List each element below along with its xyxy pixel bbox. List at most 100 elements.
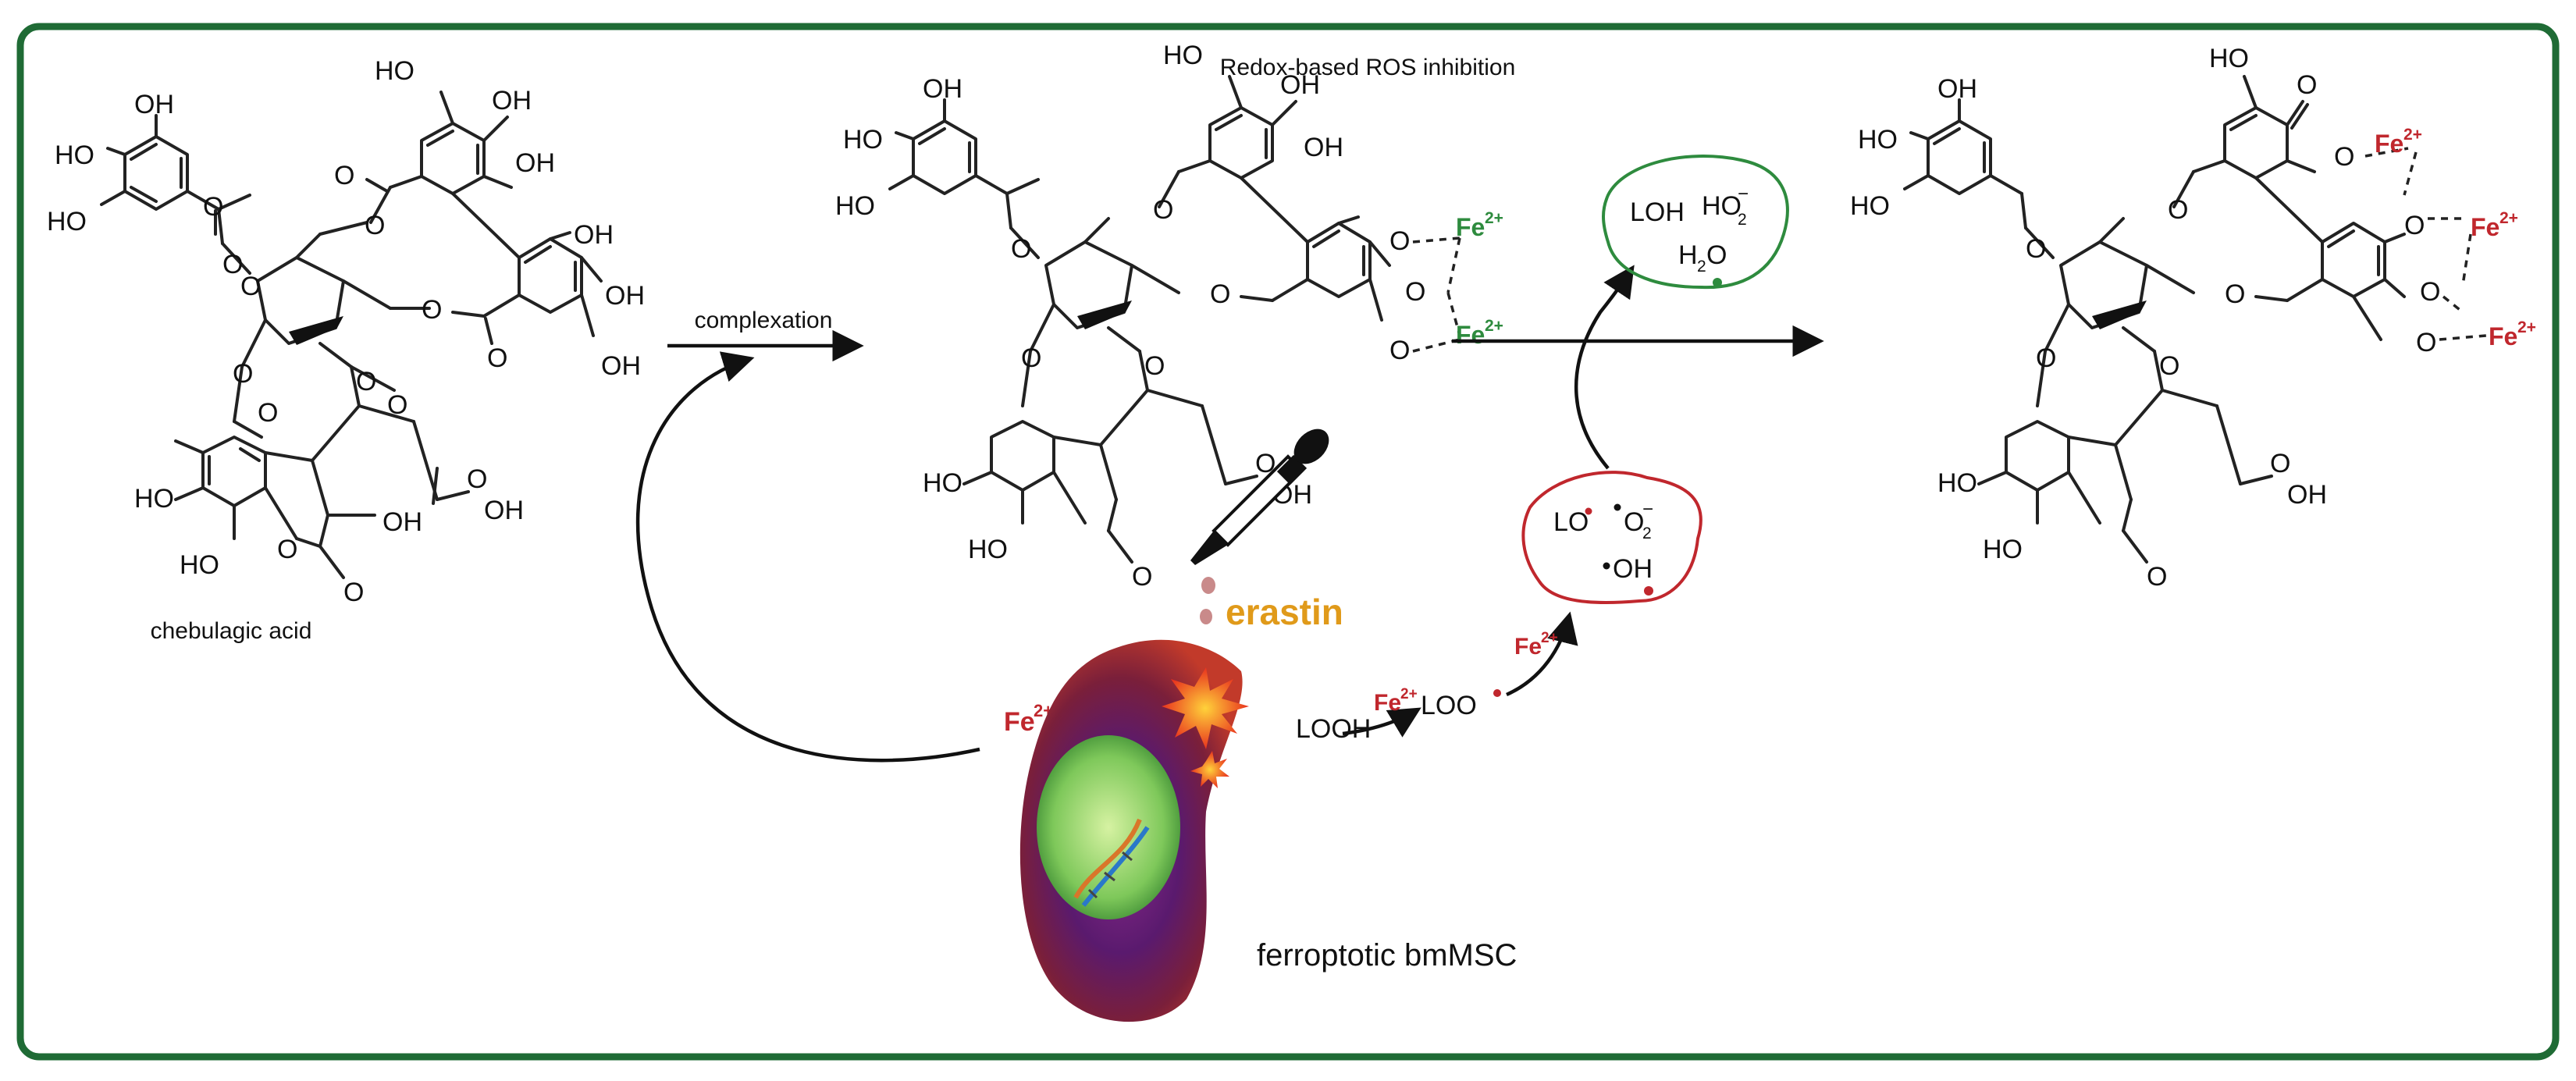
svg-text:Fe: Fe bbox=[2471, 213, 2500, 241]
svg-text:HO: HO bbox=[968, 535, 1008, 564]
svg-text:LOOH: LOOH bbox=[1296, 714, 1371, 744]
svg-text:OH: OH bbox=[134, 90, 174, 119]
complexation-label: complexation bbox=[695, 308, 833, 333]
svg-text:O: O bbox=[1624, 507, 1644, 537]
svg-text:OH: OH bbox=[1280, 70, 1320, 100]
svg-text:−: − bbox=[1642, 499, 1653, 520]
svg-text:HO: HO bbox=[1702, 191, 1742, 221]
oxidized-complex-structure bbox=[1903, 75, 2487, 564]
svg-text:O: O bbox=[1389, 336, 1410, 365]
svg-text:LO: LO bbox=[1553, 507, 1589, 537]
svg-text:O: O bbox=[2270, 449, 2290, 478]
svg-text:OH: OH bbox=[1613, 554, 1653, 584]
radical-to-product-arrow bbox=[1574, 265, 1635, 470]
svg-text:HO: HO bbox=[1163, 41, 1203, 70]
oxidized-complex-atom-labels: OH HO HO O HO O O O O O O O O O O OH HO … bbox=[1850, 44, 2536, 592]
svg-text:2: 2 bbox=[1697, 258, 1706, 276]
svg-text:OH: OH bbox=[923, 74, 962, 104]
svg-text:OH: OH bbox=[515, 148, 555, 178]
svg-text:Fe: Fe bbox=[2375, 130, 2403, 158]
svg-text:O: O bbox=[1405, 277, 1425, 307]
svg-text:O: O bbox=[233, 359, 253, 389]
svg-text:2: 2 bbox=[1642, 524, 1652, 542]
svg-text:LOH: LOH bbox=[1630, 197, 1685, 227]
cell-label: ferroptotic bmMSC bbox=[1257, 938, 1517, 973]
svg-text:O: O bbox=[1144, 351, 1165, 381]
svg-text:HO: HO bbox=[1850, 191, 1890, 221]
svg-text:2+: 2+ bbox=[1541, 630, 1558, 646]
svg-text:OH: OH bbox=[1937, 74, 1977, 104]
burst-icon bbox=[1162, 667, 1249, 788]
svg-text:OH: OH bbox=[484, 496, 524, 525]
iron-complex-structure bbox=[888, 75, 1461, 564]
svg-text:O: O bbox=[2036, 343, 2056, 373]
svg-text:O: O bbox=[2416, 328, 2436, 357]
svg-text:2+: 2+ bbox=[2517, 318, 2536, 336]
chebulagic-acid-structure bbox=[100, 91, 603, 579]
svg-text:HO: HO bbox=[835, 191, 875, 221]
svg-text:OH: OH bbox=[2287, 480, 2327, 510]
svg-text:O: O bbox=[1210, 279, 1230, 309]
svg-text:O: O bbox=[2225, 279, 2245, 309]
svg-text:Fe: Fe bbox=[1004, 707, 1035, 737]
svg-text:O: O bbox=[356, 367, 376, 396]
svg-text:HO: HO bbox=[375, 56, 415, 86]
svg-text:H: H bbox=[1678, 240, 1698, 270]
inactive-products-cloud: LOH HO 2 − H 2 O bbox=[1602, 155, 1789, 290]
svg-text:O: O bbox=[277, 535, 297, 564]
svg-text:OH: OH bbox=[605, 281, 645, 311]
erastin-label: erastin bbox=[1226, 592, 1343, 632]
svg-text:O: O bbox=[334, 161, 354, 190]
svg-text:O: O bbox=[1153, 195, 1173, 225]
svg-text:Fe: Fe bbox=[2489, 322, 2517, 350]
svg-text:O: O bbox=[365, 211, 385, 240]
svg-text:O: O bbox=[222, 250, 243, 279]
svg-text:HO: HO bbox=[923, 468, 962, 498]
dropper-icon bbox=[1190, 428, 1329, 672]
svg-text:O: O bbox=[2026, 234, 2046, 264]
svg-text:O: O bbox=[487, 343, 507, 373]
iron-complex-atom-labels: OH HO HO O HO OH OH O O O O O O O O OH H… bbox=[835, 41, 1503, 592]
svg-text:O: O bbox=[1021, 343, 1041, 373]
svg-text:O: O bbox=[2420, 277, 2440, 307]
svg-text:OH: OH bbox=[382, 507, 422, 537]
svg-text:O: O bbox=[422, 295, 442, 325]
svg-text:LOO: LOO bbox=[1421, 691, 1477, 720]
svg-text:O: O bbox=[1132, 562, 1152, 592]
svg-text:HO: HO bbox=[134, 484, 174, 514]
svg-text:O: O bbox=[467, 464, 487, 494]
svg-text:Fe: Fe bbox=[1514, 634, 1542, 660]
svg-text:O: O bbox=[203, 192, 223, 222]
svg-text:2+: 2+ bbox=[1485, 317, 1503, 335]
svg-text:HO: HO bbox=[843, 125, 883, 155]
svg-text:O: O bbox=[258, 398, 278, 428]
svg-text:O: O bbox=[2404, 211, 2425, 240]
svg-text:HO: HO bbox=[1937, 468, 1977, 498]
svg-text:O: O bbox=[387, 390, 407, 420]
svg-text:HO: HO bbox=[180, 550, 219, 580]
chebulagic-acid-atom-labels: OH HO HO O O O HO OH OH O O O O OH OH OH… bbox=[47, 56, 645, 607]
svg-text:HO: HO bbox=[55, 140, 94, 170]
ferroptotic-cell bbox=[1019, 639, 1249, 1022]
ros-radicals-cloud: LO O 2 − OH bbox=[1521, 471, 1703, 604]
svg-text:HO: HO bbox=[47, 207, 87, 236]
svg-text:HO: HO bbox=[1983, 535, 2023, 564]
figure-border bbox=[16, 23, 2560, 1061]
svg-text:OH: OH bbox=[574, 220, 614, 250]
svg-text:O: O bbox=[2168, 195, 2188, 225]
svg-text:HO: HO bbox=[1858, 125, 1898, 155]
svg-text:Fe: Fe bbox=[1456, 213, 1485, 241]
svg-text:O: O bbox=[2159, 351, 2179, 381]
svg-text:2+: 2+ bbox=[2500, 209, 2518, 227]
svg-text:−: − bbox=[1738, 183, 1749, 204]
looh-pathway: LOOH Fe 2+ LOO Fe 2+ bbox=[1296, 611, 1578, 744]
iron-recycle-arrow bbox=[635, 351, 980, 763]
svg-text:O: O bbox=[343, 578, 364, 607]
free-iron-label: Fe 2+ bbox=[1004, 701, 1053, 737]
svg-text:OH: OH bbox=[492, 86, 532, 116]
svg-text:OH: OH bbox=[601, 351, 641, 381]
svg-text:2: 2 bbox=[1738, 211, 1747, 229]
dna-icon bbox=[1073, 818, 1150, 907]
svg-text:2+: 2+ bbox=[1485, 209, 1503, 227]
